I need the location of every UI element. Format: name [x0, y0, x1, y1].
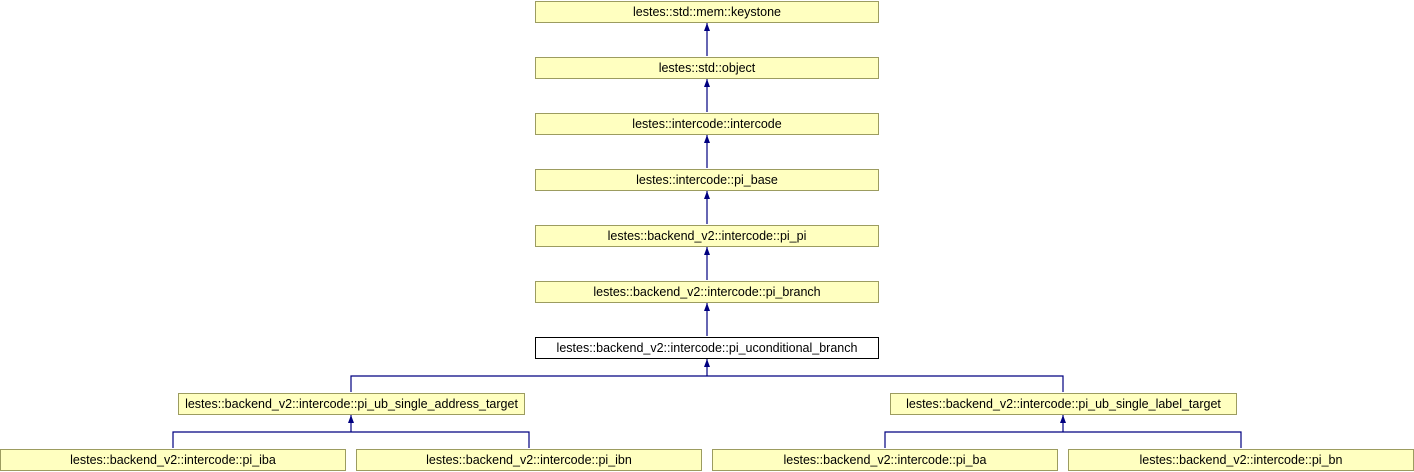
node-pi-ub-single-address-target[interactable]: lestes::backend_v2::intercode::pi_ub_sin… — [178, 393, 525, 415]
node-pi-ibn[interactable]: lestes::backend_v2::intercode::pi_ibn — [356, 449, 702, 471]
node-pi-iba[interactable]: lestes::backend_v2::intercode::pi_iba — [0, 449, 346, 471]
node-pi-bn[interactable]: lestes::backend_v2::intercode::pi_bn — [1068, 449, 1414, 471]
node-pi-base[interactable]: lestes::intercode::pi_base — [535, 169, 879, 191]
node-pi-ub-single-label-target[interactable]: lestes::backend_v2::intercode::pi_ub_sin… — [890, 393, 1237, 415]
edge-targets-uncond — [350, 375, 1064, 392]
edge-ba-bn-label — [884, 431, 1242, 448]
node-pi-branch[interactable]: lestes::backend_v2::intercode::pi_branch — [535, 281, 879, 303]
node-intercode[interactable]: lestes::intercode::intercode — [535, 113, 879, 135]
node-pi-uconditional-branch-current: lestes::backend_v2::intercode::pi_ucondi… — [535, 337, 879, 359]
node-pi-pi[interactable]: lestes::backend_v2::intercode::pi_pi — [535, 225, 879, 247]
node-object[interactable]: lestes::std::object — [535, 57, 879, 79]
node-pi-ba[interactable]: lestes::backend_v2::intercode::pi_ba — [712, 449, 1058, 471]
node-keystone[interactable]: lestes::std::mem::keystone — [535, 1, 879, 23]
edge-iba-ibn-address — [172, 431, 530, 448]
